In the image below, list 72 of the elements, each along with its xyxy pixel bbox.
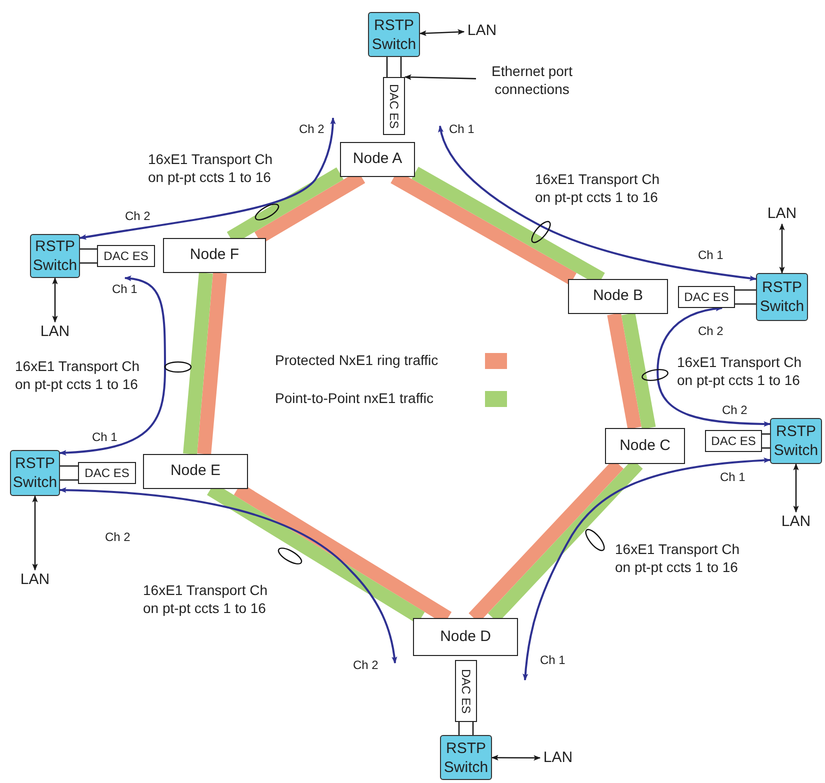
switch-box: RSTP Switch: [770, 418, 822, 464]
traffic-band: [621, 312, 656, 430]
node-box: Node F: [163, 238, 266, 273]
channel-label: Ch 1: [112, 281, 138, 298]
channel-arrow: [79, 117, 336, 240]
channel-arrow: [522, 458, 771, 681]
circuit-label: 16xE1 Transport Ch on pt-pt ccts 1 to 16: [15, 357, 141, 393]
port-line: [60, 465, 78, 467]
circuit-label: 16xE1 Transport Ch on pt-pt ccts 1 to 16: [677, 353, 803, 389]
port-line: [80, 248, 97, 250]
switch-box: RSTP Switch: [10, 450, 60, 496]
switch-box: RSTP Switch: [440, 735, 492, 780]
node-box: Node B: [568, 279, 668, 314]
channel-label: Ch 2: [105, 529, 130, 546]
callout-text: Ethernet port connections: [476, 60, 588, 100]
channel-arrow: [438, 125, 757, 281]
port-line: [80, 262, 97, 264]
port-line: [386, 57, 388, 77]
dac-es-box: DAC ES: [383, 77, 405, 135]
channel-label: Ch 1: [540, 652, 566, 669]
channel-arrow: [59, 487, 398, 664]
channel-label: Ch 1: [449, 121, 474, 138]
channel-label: Ch 1: [720, 469, 746, 486]
legend-text: Protected NxE1 ring traffic: [275, 351, 440, 370]
port-line: [735, 289, 756, 291]
legend-text: Point-to-Point nxE1 traffic: [275, 389, 434, 408]
dac-es-box: DAC ES: [78, 462, 136, 484]
lan-label: LAN: [778, 512, 814, 532]
circuit-label: 16xE1 Transport Ch on pt-pt ccts 1 to 16: [143, 581, 269, 617]
channel-label: Ch 2: [299, 121, 324, 138]
traffic-band: [183, 272, 213, 455]
lan-label: LAN: [464, 21, 500, 41]
leader-line: [404, 74, 476, 80]
node-box: Node C: [605, 428, 685, 464]
channel-label: Ch 2: [125, 208, 150, 225]
double-arrow: [32, 495, 38, 571]
dac-es-box: DAC ES: [705, 430, 762, 452]
channel-arrow: [59, 276, 166, 456]
port-line: [458, 722, 460, 735]
circuit-label: 16xE1 Transport Ch on pt-pt ccts 1 to 16: [615, 540, 741, 576]
switch-box: RSTP Switch: [30, 234, 80, 278]
dac-es-box: DAC ES: [678, 286, 735, 308]
port-line: [400, 57, 402, 77]
lan-label: LAN: [540, 748, 576, 768]
switch-box: RSTP Switch: [368, 12, 420, 57]
circuit-label: 16xE1 Transport Ch on pt-pt ccts 1 to 16: [535, 170, 661, 206]
port-line: [735, 303, 756, 305]
double-arrow: [793, 463, 799, 513]
channel-arrow: [656, 306, 771, 427]
node-box: Node A: [340, 142, 415, 177]
dac-es-box: DAC ES: [455, 660, 477, 722]
lan-label: LAN: [764, 204, 800, 224]
circuit-label: 16xE1 Transport Ch on pt-pt ccts 1 to 16: [148, 150, 274, 186]
channel-label: Ch 1: [698, 247, 724, 264]
channel-label: Ch 2: [698, 323, 724, 340]
port-line: [472, 722, 474, 735]
switch-box: RSTP Switch: [756, 273, 808, 321]
double-arrow: [52, 277, 58, 323]
double-arrow: [491, 754, 541, 761]
node-box: Node D: [413, 618, 518, 656]
dac-es-box: DAC ES: [97, 245, 155, 267]
traffic-band: [607, 312, 642, 430]
lan-label: LAN: [17, 570, 53, 590]
traffic-band: [197, 272, 227, 455]
channel-label: Ch 2: [722, 402, 748, 419]
channel-label: Ch 2: [353, 657, 378, 674]
lan-label: LAN: [37, 322, 73, 342]
double-arrow: [779, 223, 785, 274]
port-line: [60, 479, 78, 481]
channel-label: Ch 1: [92, 429, 118, 446]
double-arrow: [419, 29, 465, 36]
node-box: Node E: [143, 454, 248, 489]
